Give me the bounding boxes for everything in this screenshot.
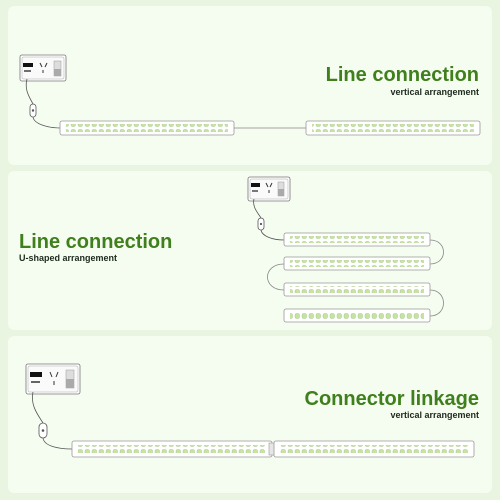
power-outlet-icon xyxy=(247,176,291,202)
led-bar xyxy=(283,282,431,297)
power-outlet-icon xyxy=(25,363,81,395)
panel-subtitle: U-shaped arrangement xyxy=(19,253,118,263)
led-bar xyxy=(305,120,481,136)
power-outlet-icon xyxy=(19,54,67,82)
led-bar xyxy=(283,256,431,271)
panel-subtitle: vertical arrangement xyxy=(390,410,479,420)
led-bar xyxy=(71,440,273,458)
panel-vertical-line: Line connection vertical arrangement xyxy=(8,6,492,165)
panel-title: Connector linkage xyxy=(304,388,479,410)
power-cable xyxy=(25,78,34,105)
led-bar xyxy=(273,440,475,458)
led-bar xyxy=(59,120,235,136)
panel-title: Line connection xyxy=(19,231,173,253)
led-bar xyxy=(283,308,431,323)
panel-title: Line connection xyxy=(325,64,479,86)
panel-subtitle: vertical arrangement xyxy=(390,87,479,97)
panel-connector: Connector linkage vertical arrangement xyxy=(8,336,492,493)
led-bar xyxy=(283,232,431,247)
